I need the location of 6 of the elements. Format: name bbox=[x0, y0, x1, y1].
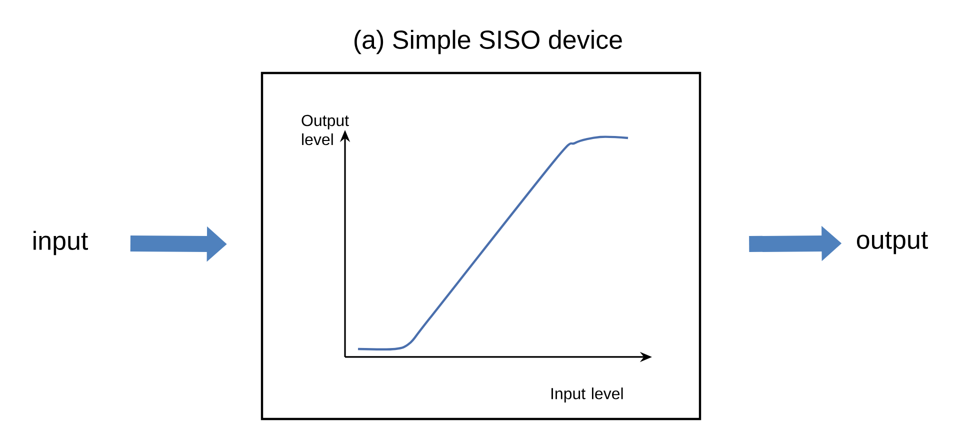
title: (a) Simple SISO device bbox=[354, 30, 622, 54]
axis-label: Input level bbox=[551, 388, 623, 402]
axis-label: Output level bbox=[302, 114, 349, 146]
text-label: output bbox=[856, 232, 928, 254]
text-label: input bbox=[34, 230, 88, 256]
device-box bbox=[260, 72, 702, 420]
